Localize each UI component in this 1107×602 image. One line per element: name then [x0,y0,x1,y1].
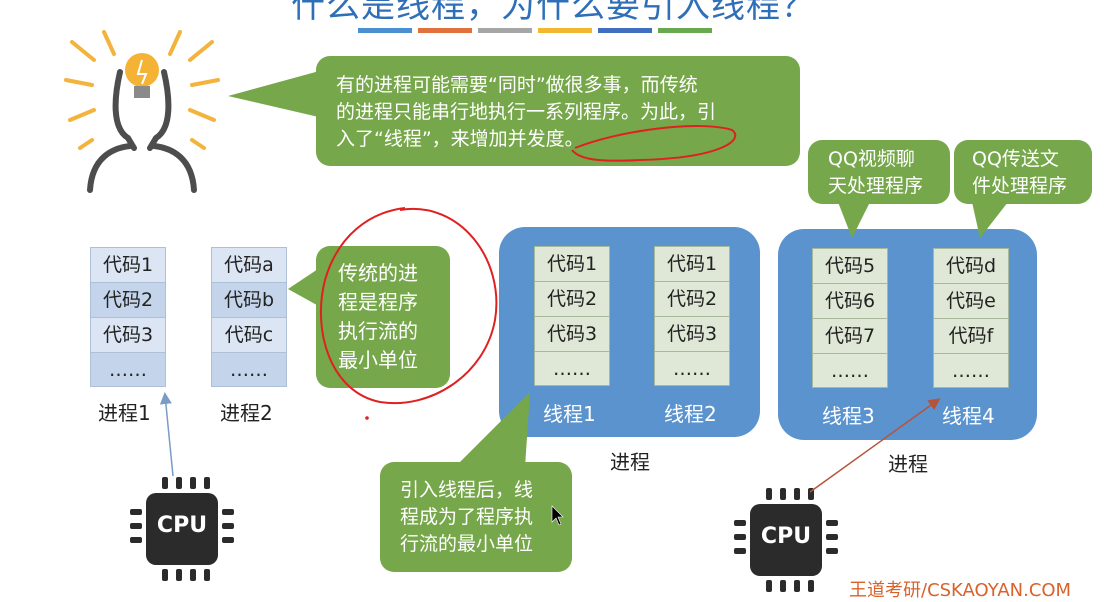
color-bar-segment [478,28,532,33]
code-cell: 代码3 [654,316,730,351]
color-bar-segment [418,28,472,33]
mouse-cursor-icon [551,505,564,526]
process2-stack: 代码a 代码b 代码c …… [211,247,287,387]
code-cell: 代码d [933,248,1009,283]
qq-video-line: 天处理程序 [828,175,924,197]
bubble-tail [455,392,530,467]
thread3-stack: 代码5 代码6 代码7 …… [812,248,888,388]
thread-bubble-line: 引入线程后，线 [400,479,534,501]
thread4-label: 线程4 [942,404,995,428]
thread1-label: 线程1 [543,402,596,426]
color-bar-segment [598,28,652,33]
cpu-to-process1-arrow [159,392,174,477]
cpu-chip-icon [130,477,234,581]
code-cell: 代码5 [812,248,888,283]
code-cell: 代码2 [90,282,166,317]
code-cell: 代码3 [534,316,610,351]
cpu-chip-icon [734,488,838,592]
process2-label: 进程2 [220,401,273,425]
red-underline-mark [571,125,737,162]
bubble-tail [288,265,324,309]
code-cell: 代码2 [534,281,610,316]
color-bar-segment [358,28,412,33]
cpu-icon: CPU [734,488,838,592]
thread3-label: 线程3 [822,404,875,428]
thread2-stack: 代码1 代码2 代码3 …… [654,246,730,386]
thread-bubble-line: 行流的最小单位 [400,533,534,555]
thread1-stack: 代码1 代码2 代码3 …… [534,246,610,386]
panel1-process-label: 进程 [610,450,650,474]
color-bar-segment [658,28,712,33]
qq-video-bubble: QQ视频聊 天处理程序 [808,140,950,204]
red-circle-mark [319,207,498,405]
page-title: 什么是线程，为什么要引入线程？ [291,0,816,26]
qq-file-line: QQ传送文 [972,148,1059,170]
cpu-label: CPU [760,524,812,549]
traditional-line: 传统的进 [338,261,418,285]
traditional-line: 执行流的 [338,319,418,343]
code-cell: …… [534,351,610,386]
code-cell: 代码1 [654,246,730,281]
cpu-icon: CPU [130,477,234,581]
thread-bubble-line: 程成为了程序执 [400,506,534,528]
bubble-tail [228,70,323,118]
traditional-line: 最小单位 [338,348,418,372]
code-cell: 代码6 [812,283,888,318]
color-bar-segment [538,28,592,33]
code-cell: 代码2 [654,281,730,316]
intro-line: 入了“线程”，来增加并发度。 [336,128,584,150]
lightbulb-thinker-icon [64,30,220,193]
thread4-stack: 代码d 代码e 代码f …… [933,248,1009,388]
code-cell: 代码f [933,318,1009,353]
code-cell: …… [90,352,166,387]
code-cell: 代码3 [90,317,166,352]
code-cell: 代码a [211,247,287,282]
qq-file-bubble: QQ传送文 件处理程序 [954,140,1092,204]
code-cell: 代码7 [812,318,888,353]
bubble-tail [972,202,1008,238]
qq-video-line: QQ视频聊 [828,148,915,170]
code-cell: …… [654,351,730,386]
code-cell: 代码e [933,283,1009,318]
footer-watermark: 王道考研/CSKAOYAN.COM [849,580,1072,601]
code-cell: 代码b [211,282,287,317]
code-cell: …… [211,352,287,387]
code-cell: 代码1 [534,246,610,281]
cpu-label: CPU [156,513,208,538]
code-cell: 代码c [211,317,287,352]
intro-line: 的进程只能串行地执行一系列程序。为此，引 [336,101,717,123]
code-cell: 代码1 [90,247,166,282]
qq-file-line: 件处理程序 [972,175,1068,197]
process1-stack: 代码1 代码2 代码3 …… [90,247,166,387]
bubble-tail [838,202,870,238]
code-cell: …… [812,353,888,388]
intro-line: 有的进程可能需要“同时”做很多事，而传统 [336,74,698,96]
traditional-bubble: 传统的进 程是程序 执行流的 最小单位 [316,246,450,388]
red-dot-mark [365,416,369,420]
code-cell: …… [933,353,1009,388]
cpu-to-thread4-arrow [809,398,941,493]
thread-bubble: 引入线程后，线 程成为了程序执 行流的最小单位 [380,462,572,572]
traditional-line: 程是程序 [338,290,418,314]
thread2-label: 线程2 [664,402,717,426]
panel2-process-label: 进程 [888,452,928,476]
process1-label: 进程1 [98,401,151,425]
